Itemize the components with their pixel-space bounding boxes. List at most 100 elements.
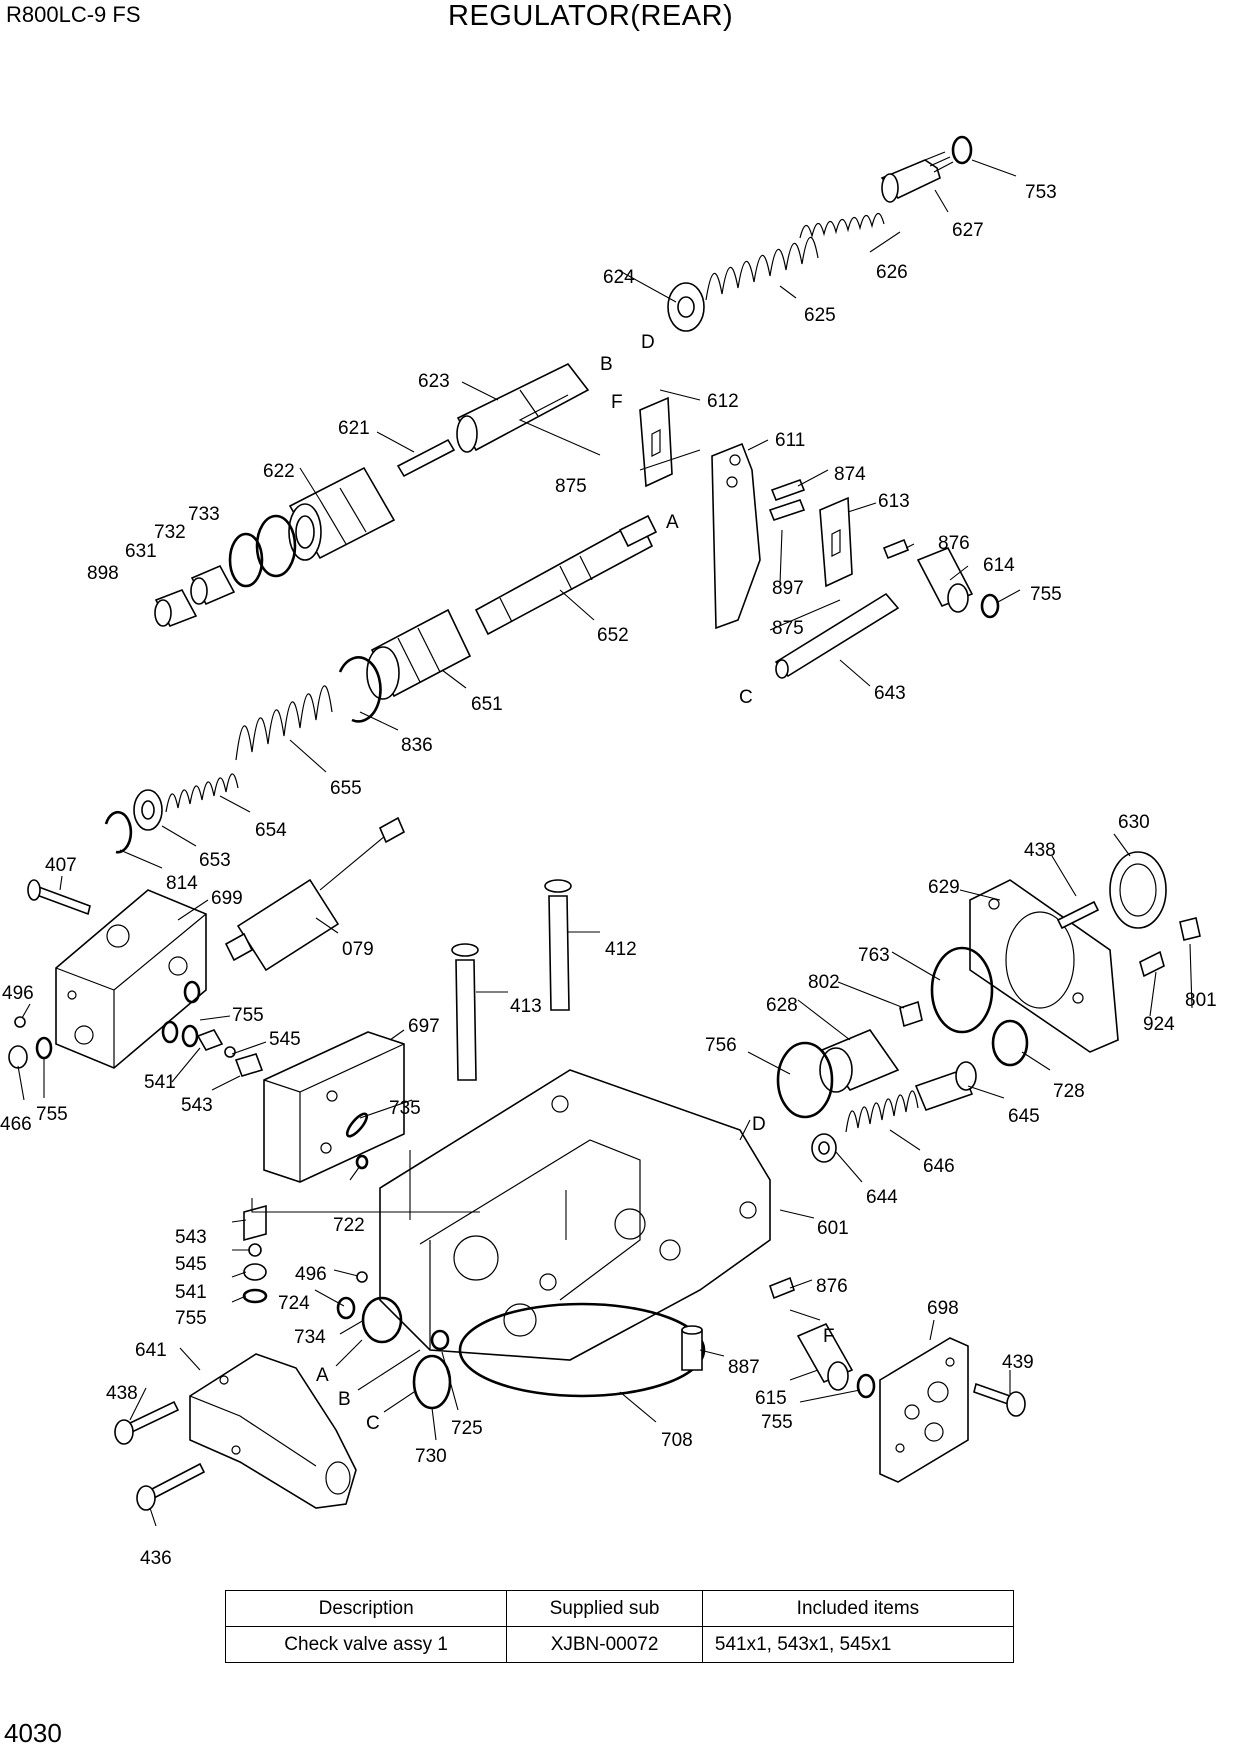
callout-label: 545 <box>175 1254 207 1275</box>
callout-label: 496 <box>2 983 34 1004</box>
callout-label: B <box>600 354 613 375</box>
callout-label: 541 <box>175 1282 207 1303</box>
callout-label: D <box>641 332 655 353</box>
callout-label: 836 <box>401 735 433 756</box>
callout-label: 439 <box>1002 1352 1034 1373</box>
callout-label: 412 <box>605 939 637 960</box>
bolt-407 <box>27 879 91 916</box>
callout-label: 802 <box>808 972 840 993</box>
callout-label: 641 <box>135 1340 167 1361</box>
bolt-412 <box>544 879 572 1011</box>
callout-label: 732 <box>154 522 186 543</box>
callout-label: 876 <box>816 1276 848 1297</box>
callout-label: 874 <box>834 464 866 485</box>
bolt-438-left <box>114 1400 180 1445</box>
page-title: REGULATOR(REAR) <box>448 0 734 32</box>
callout-label: 801 <box>1185 990 1217 1011</box>
supplied-sub-table: Description Supplied sub Included items … <box>224 1590 1015 1663</box>
callout-label: A <box>316 1365 329 1386</box>
cover-697 <box>263 1031 405 1183</box>
spring-654 <box>165 773 239 813</box>
small-parts-left <box>8 980 264 1077</box>
cell-supplied-sub: XJBN-00072 <box>506 1626 703 1663</box>
plate-629 <box>969 879 1119 1053</box>
piston-614 <box>916 546 974 613</box>
callout-label: F <box>611 392 623 413</box>
callout-label: 735 <box>389 1098 421 1119</box>
model-code: R800LC-9 FS <box>6 2 141 27</box>
callout-label: 436 <box>140 1548 172 1569</box>
callout-label: 753 <box>1025 182 1057 203</box>
callout-label: 875 <box>555 476 587 497</box>
callout-label: F <box>823 1326 835 1347</box>
spring-625 <box>705 236 819 301</box>
callout-label: 924 <box>1143 1014 1175 1035</box>
callout-label: 613 <box>878 491 910 512</box>
callout-label: 624 <box>603 267 635 288</box>
seat-624 <box>667 282 705 332</box>
seat-644 <box>811 1133 837 1163</box>
o-ring-763 <box>930 946 994 1034</box>
callout-label: 643 <box>874 683 906 704</box>
callout-label: 629 <box>928 877 960 898</box>
o-ring-755-lower <box>856 1373 876 1399</box>
callout-label: 438 <box>1024 840 1056 861</box>
o-ring-755-a <box>980 593 1000 619</box>
callout-label: 733 <box>188 504 220 525</box>
ring-630 <box>1109 851 1167 929</box>
callout-label: 623 <box>418 371 450 392</box>
callout-label: 755 <box>232 1005 264 1026</box>
callout-label: 697 <box>408 1016 440 1037</box>
callout-label: 722 <box>333 1215 365 1236</box>
callout-label: 755 <box>1030 584 1062 605</box>
o-ring-753 <box>951 135 973 165</box>
callout-label: 652 <box>597 625 629 646</box>
spring-655 <box>235 685 333 761</box>
cover-641 <box>189 1353 357 1509</box>
callout-label: 466 <box>0 1114 32 1135</box>
casing-601 <box>379 1069 771 1361</box>
callout-label: 897 <box>772 578 804 599</box>
cell-included-items: 541x1, 543x1, 545x1 <box>701 1626 1015 1663</box>
callout-label: 724 <box>278 1293 310 1314</box>
callout-label: 496 <box>295 1264 327 1285</box>
snap-ring-814 <box>104 810 133 854</box>
col-supplied-sub: Supplied sub <box>506 1590 703 1627</box>
callout-label: 876 <box>938 533 970 554</box>
o-ring-732 <box>228 532 264 588</box>
callout-label: 630 <box>1118 812 1150 833</box>
callout-label: 079 <box>342 939 374 960</box>
callout-label: 725 <box>451 1418 483 1439</box>
callout-label: 438 <box>106 1383 138 1404</box>
callout-label: 875 <box>772 618 804 639</box>
callout-label: 708 <box>661 1430 693 1451</box>
callout-label: 621 <box>338 418 370 439</box>
spring-626 <box>799 212 885 239</box>
callout-label: 614 <box>983 555 1015 576</box>
bolt-439 <box>973 1382 1026 1417</box>
page-number: 4030 <box>4 1718 62 1748</box>
stopper-631 <box>190 564 236 606</box>
rod-643 <box>774 592 900 679</box>
nut-801-stud-924 <box>1139 917 1201 978</box>
pins-874-897-876 <box>768 478 910 560</box>
o-ring-756 <box>776 1041 834 1119</box>
callout-label: 625 <box>804 305 836 326</box>
pin-621 <box>396 438 456 478</box>
callout-label: 698 <box>927 1298 959 1319</box>
lever-613 <box>819 496 853 588</box>
piston-615 <box>796 1322 854 1391</box>
o-ring-728 <box>991 1019 1029 1067</box>
callout-label: 730 <box>415 1446 447 1467</box>
callout-label: 612 <box>707 391 739 412</box>
callout-label: 543 <box>175 1227 207 1248</box>
spring-646 <box>845 1090 919 1133</box>
callout-label: 898 <box>87 563 119 584</box>
callout-label: 653 <box>199 850 231 871</box>
adjust-628 <box>819 1029 900 1093</box>
callout-label: 601 <box>817 1218 849 1239</box>
plug-645 <box>914 1061 977 1112</box>
callout-label: 814 <box>166 873 198 894</box>
